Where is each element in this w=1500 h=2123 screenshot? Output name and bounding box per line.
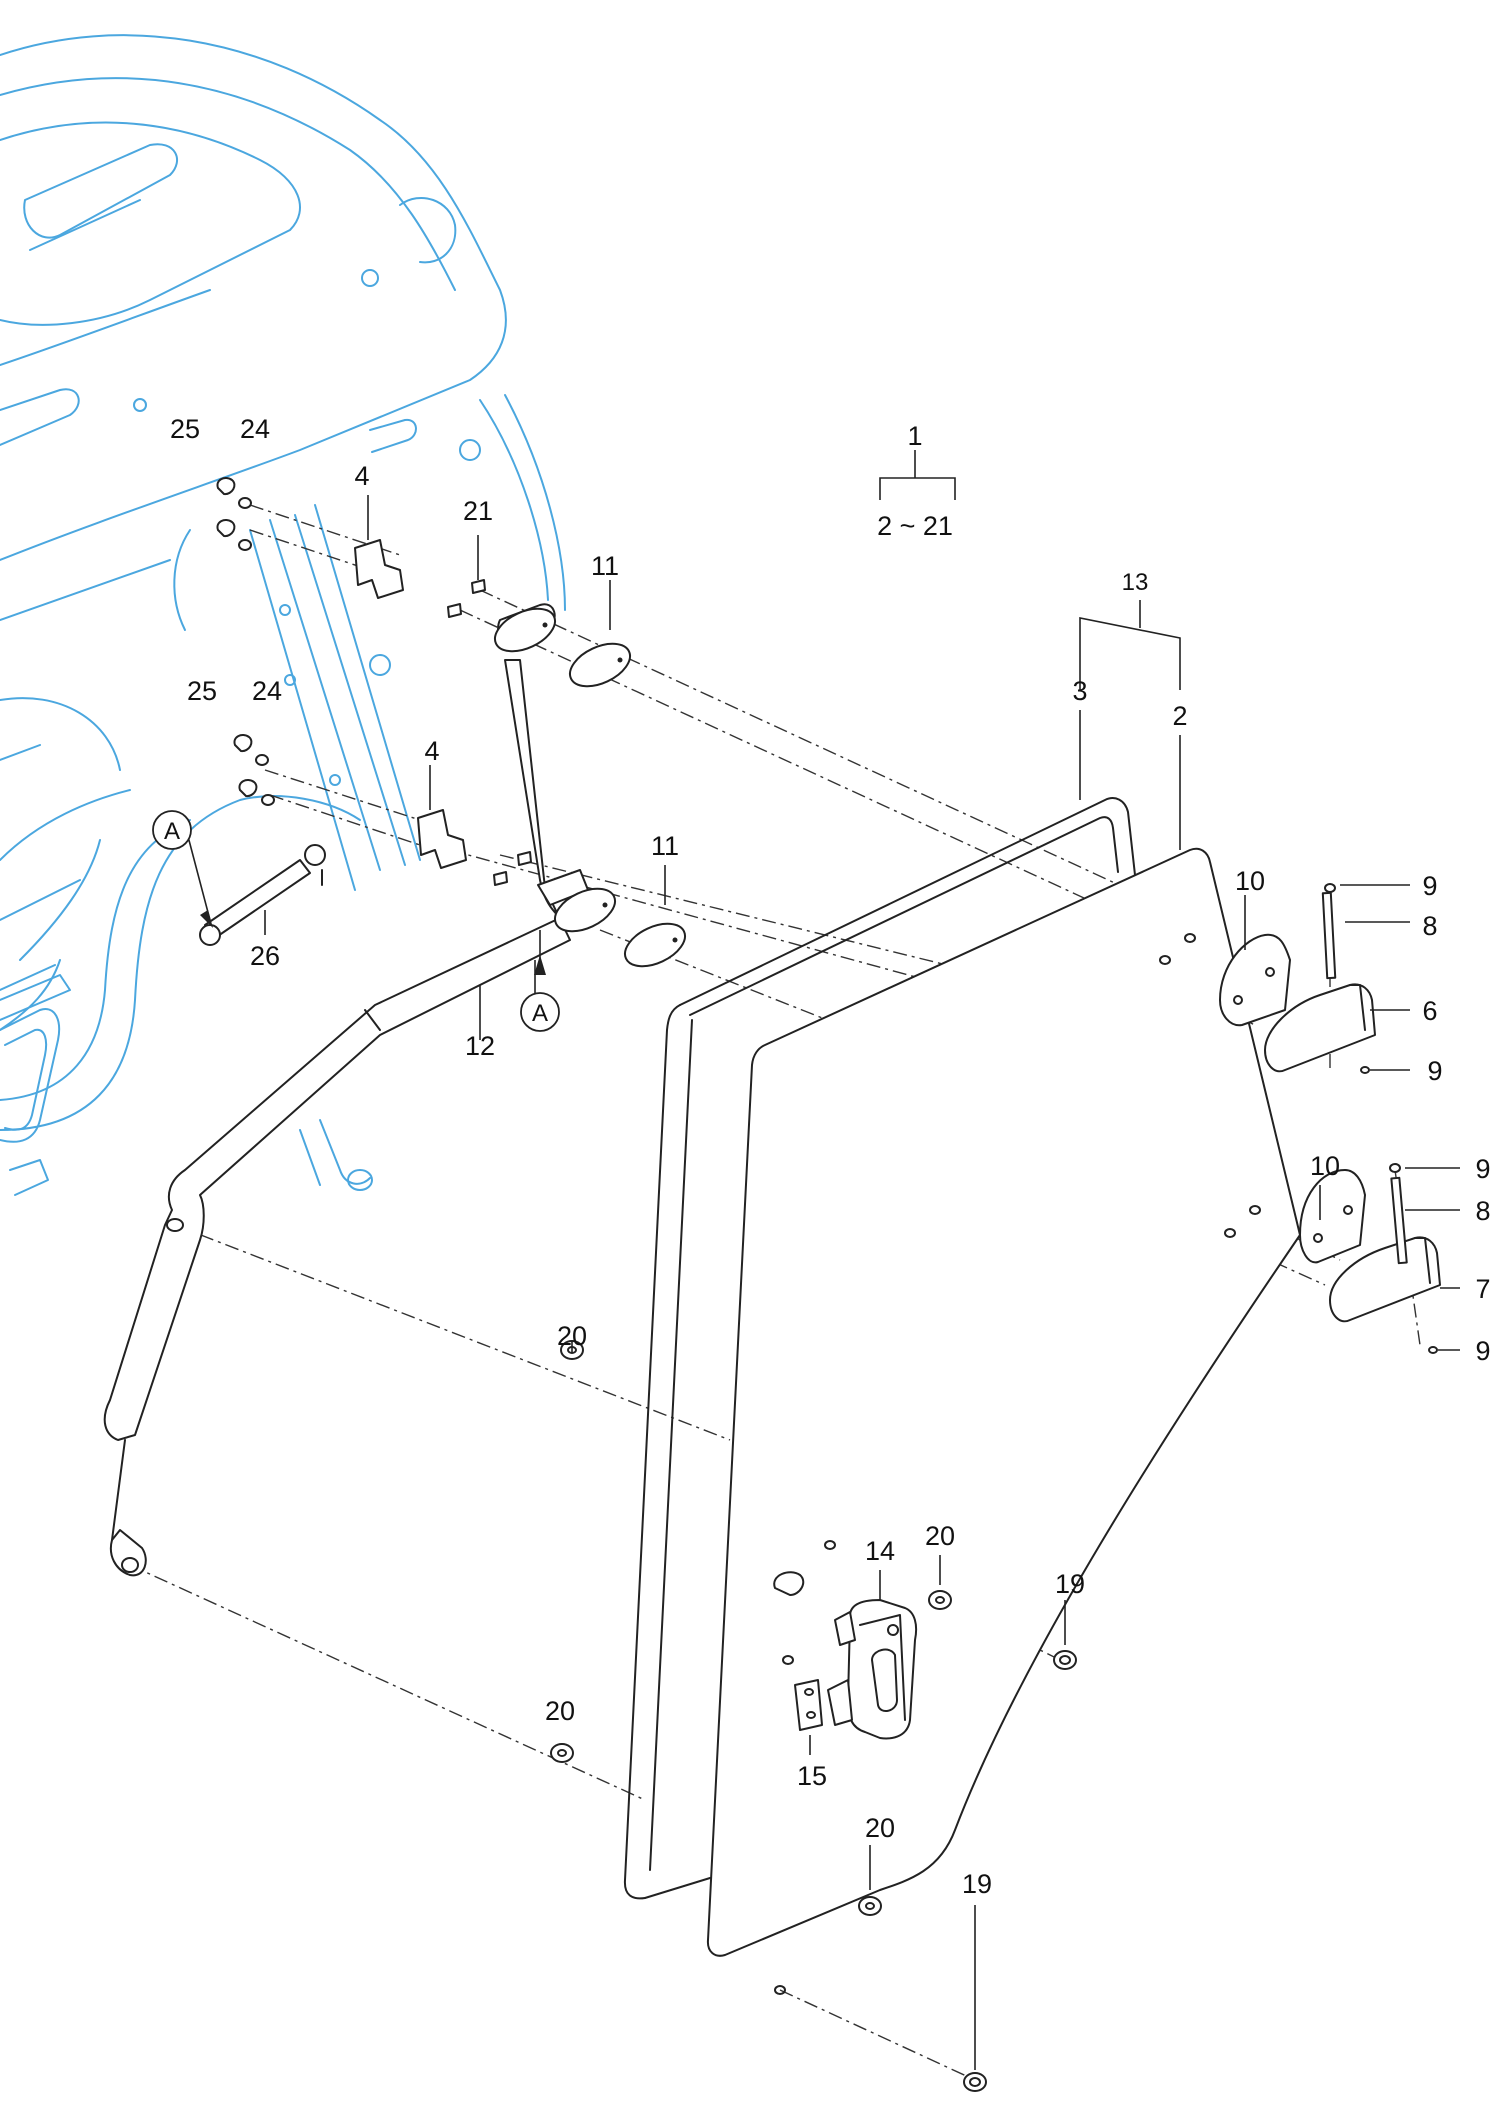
callout-9b: 9 [1427, 1056, 1442, 1086]
callout-1: 1 [907, 421, 922, 451]
pads-part-11 [494, 607, 686, 968]
support-bar-part-12 [103, 603, 589, 1577]
gas-strut-part-26 [199, 844, 326, 946]
callout-3: 3 [1072, 676, 1087, 706]
callout-8a: 8 [1422, 911, 1437, 941]
callout-9a: 9 [1422, 871, 1437, 901]
callout-24a: 24 [240, 414, 270, 444]
callout-11b: 11 [651, 831, 679, 861]
bolts-part-21 [447, 579, 532, 886]
callout-14: 14 [865, 1536, 895, 1566]
reference-label-a-1: A [164, 818, 180, 845]
leader-lines [184, 450, 1460, 2070]
callout-8b: 8 [1475, 1196, 1490, 1226]
washers-part-20 [550, 1340, 952, 1916]
callout-20a: 20 [557, 1321, 587, 1351]
brackets-part-4 [216, 477, 467, 869]
callout-26: 26 [250, 941, 280, 971]
reference-circle-a-1: A [152, 810, 192, 850]
callout-25b: 25 [187, 676, 217, 706]
callout-19b: 19 [962, 1869, 992, 1899]
callout-11a: 11 [591, 551, 619, 581]
callout-15: 15 [797, 1761, 827, 1791]
cab-structure [0, 34, 566, 1196]
callout-7: 7 [1475, 1274, 1490, 1304]
reference-A-markers [200, 910, 546, 975]
callout-4b: 4 [424, 736, 439, 766]
callout-20c: 20 [545, 1696, 575, 1726]
callout-9c: 9 [1475, 1154, 1490, 1184]
callout-labels: 1 2 ~ 21 13 3 2 25 24 4 21 11 25 24 4 11… [170, 414, 1491, 1899]
callout-4a: 4 [354, 461, 369, 491]
reference-label-a-2: A [532, 1000, 548, 1027]
callout-9d: 9 [1475, 1336, 1490, 1366]
knobs-part-19 [774, 1540, 1077, 2092]
callout-24b: 24 [252, 676, 282, 706]
latch-part-15 [794, 1679, 823, 1731]
callout-25a: 25 [170, 414, 200, 444]
callout-10a: 10 [1235, 866, 1265, 896]
callout-21: 21 [463, 496, 493, 526]
callout-6: 6 [1422, 996, 1437, 1026]
callout-20b: 20 [925, 1521, 955, 1551]
hinges-parts-6-7-8-9-10 [1159, 883, 1441, 1354]
callout-12: 12 [465, 1031, 495, 1061]
handle-part-14 [773, 1571, 918, 1740]
reference-circle-a-2: A [520, 992, 560, 1032]
callout-19a: 19 [1055, 1569, 1085, 1599]
callout-10b: 10 [1310, 1151, 1340, 1181]
callout-2: 2 [1172, 701, 1187, 731]
callout-20d: 20 [865, 1813, 895, 1843]
callout-13: 13 [1122, 569, 1149, 596]
window-frame-part-3 [623, 797, 1136, 1900]
callout-1-range: 2 ~ 21 [877, 511, 953, 541]
